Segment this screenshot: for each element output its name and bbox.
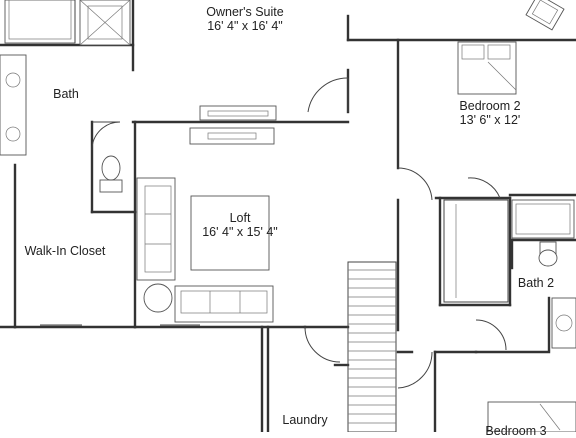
bath2-vanity [551, 297, 576, 349]
staircase [347, 261, 397, 432]
loft-sofa [136, 177, 176, 281]
bedroom2-bed [457, 41, 517, 95]
owners-suite-door [307, 77, 349, 113]
bedroom2-closet [443, 177, 509, 303]
bedroom2-label: Bedroom 2 13' 6" x 12' [430, 99, 550, 127]
owners-suite-label: Owner's Suite 16' 4" x 16' 4" [185, 5, 305, 33]
bedroom3-bed [487, 401, 576, 432]
loft-name: Loft [229, 211, 251, 225]
bath2-toilet [538, 241, 558, 267]
bath-vanity [0, 54, 27, 156]
armchair [525, 0, 565, 31]
walk-in-closet-label: Walk-In Closet [24, 244, 106, 258]
bedroom2-name: Bedroom 2 [459, 99, 521, 113]
landing-door [304, 326, 433, 389]
bedroom3-label: Bedroom 3 [485, 424, 547, 438]
loft-label: Loft 16' 4" x 15' 4" [180, 211, 300, 239]
shower [79, 0, 131, 46]
owners-suite-name: Owner's Suite [206, 5, 284, 19]
laundry-label: Laundry [282, 413, 328, 427]
toilet [99, 155, 123, 193]
owners-suite-size: 16' 4" x 16' 4" [207, 19, 283, 33]
bath2-door [475, 319, 507, 351]
bath-label: Bath [53, 87, 79, 101]
bath2-tub [511, 199, 575, 239]
bath2-label: Bath 2 [517, 276, 555, 290]
loft-size: 16' 4" x 15' 4" [202, 225, 278, 239]
bedroom2-door [397, 167, 433, 201]
dresser [189, 105, 277, 145]
bath-door [91, 121, 121, 151]
loft-side-table [143, 283, 173, 313]
loft-couch [174, 285, 274, 323]
bathtub [4, 0, 76, 44]
bedroom2-size: 13' 6" x 12' [459, 113, 521, 127]
loft-table [190, 195, 270, 271]
